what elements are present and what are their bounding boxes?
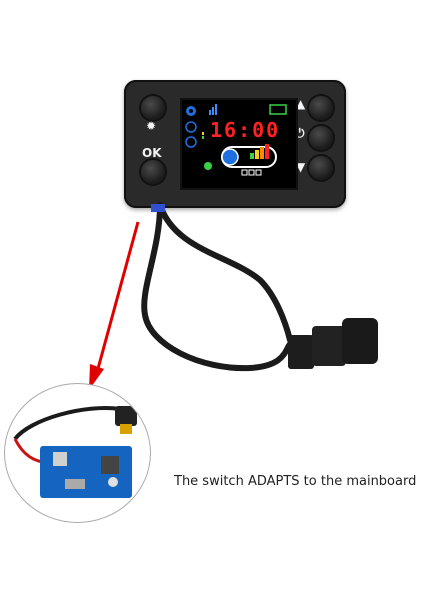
heater-icon	[221, 144, 277, 176]
alarm-icon	[185, 136, 197, 148]
lcd-screen: 16:00	[180, 98, 298, 190]
screen-icons	[185, 104, 287, 176]
sun-icon: ✹	[146, 119, 157, 133]
battery-icon	[269, 104, 287, 115]
power-icon: ⏻	[295, 126, 305, 140]
right-bottom-button[interactable]	[309, 156, 333, 180]
ok-label: OK	[142, 146, 162, 160]
gear-icon	[186, 106, 196, 116]
red-arrow-head	[89, 364, 104, 390]
right-middle-button[interactable]	[309, 126, 333, 150]
clock-display: 16:00	[210, 118, 281, 142]
triangle-up-icon: ▲	[296, 97, 306, 111]
red-arrow-line	[94, 221, 140, 377]
mainboard-photo	[4, 383, 151, 523]
caption-text: The switch ADAPTS to the mainboard	[174, 474, 417, 489]
triangle-down-icon: ▼	[296, 160, 306, 174]
level-bars-icon	[202, 132, 204, 139]
wire-colors	[151, 204, 165, 212]
fan-icon	[204, 162, 212, 170]
right-top-button[interactable]	[309, 96, 333, 120]
signal-icon	[209, 104, 217, 115]
wire-bundle-top	[157, 202, 293, 343]
connector-plug	[288, 318, 378, 369]
timer-icon	[185, 121, 197, 133]
left-bottom-button[interactable]	[141, 160, 165, 184]
mainboard-drawing	[13, 406, 137, 498]
wire-bundle	[141, 202, 293, 372]
left-top-button[interactable]	[141, 96, 165, 120]
